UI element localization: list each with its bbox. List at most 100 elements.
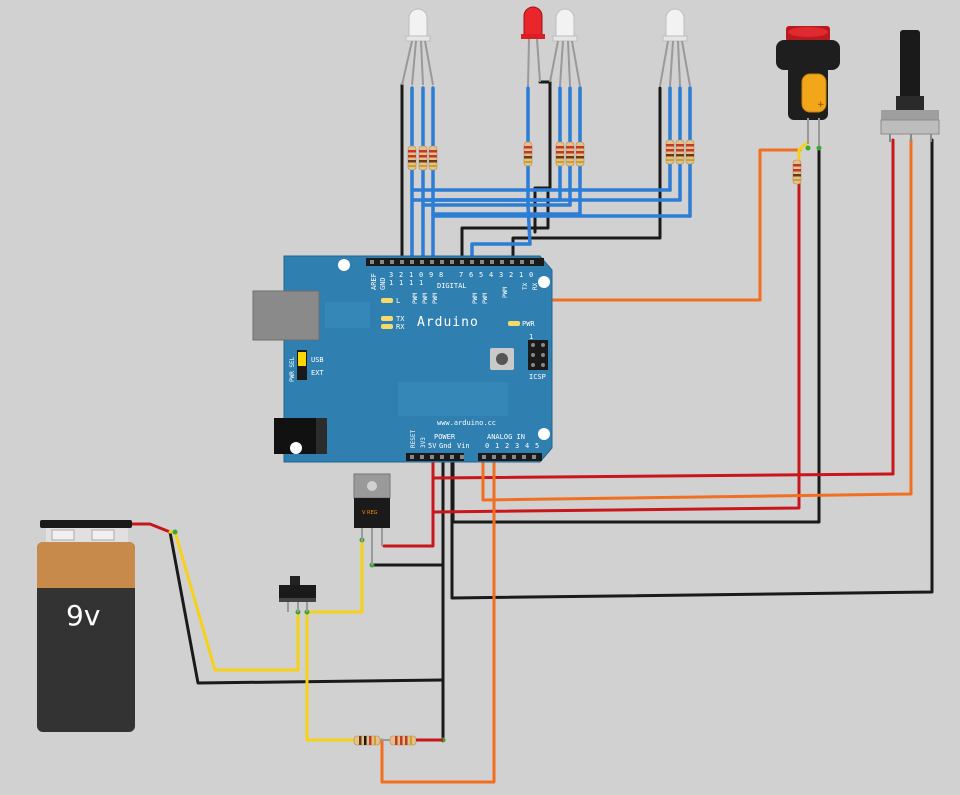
header-pin: [500, 260, 504, 264]
analog-pin-label: 2: [505, 442, 509, 450]
rgb-led-1: [401, 8, 434, 86]
digital-pin-label: 2: [399, 271, 403, 279]
pwm-label-1: PWM: [412, 293, 419, 304]
digital-label: DIGITAL: [437, 282, 467, 290]
wire-gnd-a: [460, 188, 550, 264]
digital-pin-label: 0: [419, 271, 423, 279]
header-pin: [470, 260, 474, 264]
header-pin: [522, 455, 526, 459]
pwm-label-6: PWM: [502, 287, 509, 298]
red-led: [521, 6, 545, 87]
wire-gnd-battery: [168, 530, 445, 685]
digital-pin-label: 5: [479, 271, 483, 279]
aref-label: AREF: [370, 273, 378, 290]
led-rx-label: RX: [396, 323, 405, 331]
capacitor-polarity-label: +: [817, 100, 825, 110]
header-pin: [450, 455, 454, 459]
wire-switch-reg: [305, 538, 364, 614]
digital-pin-label: 9: [429, 271, 433, 279]
wire-gnd-led3: [511, 86, 662, 264]
resistor-7: [575, 141, 585, 167]
header-pin: [520, 260, 524, 264]
header-pin: [430, 455, 434, 459]
resistor-11: [792, 159, 802, 185]
vin-label: Vin: [457, 442, 470, 450]
regulator-label: V REG: [362, 510, 378, 516]
header-pin: [460, 455, 464, 459]
digital-pin-tens-label: 1: [419, 279, 423, 287]
url-label: www.arduino.cc: [437, 419, 496, 427]
rx-pin-label: RX: [532, 282, 539, 290]
header-pin: [532, 455, 536, 459]
led-l-label: L: [396, 297, 400, 305]
icsp-header: [528, 340, 548, 370]
icsp-label: ICSP: [529, 373, 546, 381]
v33-label: 3V3: [420, 437, 427, 448]
wire-battery-plus: [130, 522, 172, 534]
pwm-label-3: PWM: [432, 293, 439, 304]
arduino-logo-text: Arduino: [417, 315, 479, 330]
reset-pin-label: RESET: [410, 430, 417, 448]
wire-pot-signal: [481, 138, 913, 502]
usb-label: USB: [311, 356, 324, 364]
analog-pin-label: 1: [495, 442, 499, 450]
battery-label: 9v: [66, 599, 100, 632]
header-pin: [482, 455, 486, 459]
header-pin: [492, 455, 496, 459]
header-pin: [480, 260, 484, 264]
rgb-led-3: [659, 8, 691, 87]
digital-pin-label: 2: [509, 271, 513, 279]
wire-gnd-led2: [533, 80, 552, 234]
resistor-4: [523, 141, 533, 167]
resistor-2: [418, 145, 428, 171]
wire-5v-button: [431, 180, 801, 514]
resistor-8: [665, 139, 675, 165]
digital-pin-label: 7: [459, 271, 463, 279]
rgb-led-2: [549, 8, 581, 87]
analog-header: [478, 453, 542, 461]
digital-pin-label: 1: [519, 271, 523, 279]
power-header: [406, 453, 464, 461]
resistor-5: [555, 141, 565, 167]
analog-pin-label: 4: [525, 442, 529, 450]
divider-resistor-2: [389, 735, 417, 746]
5v-label: 5V: [428, 442, 437, 450]
wire-5v-pot: [431, 138, 895, 480]
digital-pin-label: 0: [529, 271, 533, 279]
header-pin: [490, 260, 494, 264]
analog-in-label: ANALOG IN: [487, 433, 525, 441]
digital-pin-label: 6: [469, 271, 473, 279]
potentiometer: [880, 30, 940, 142]
header-pin: [440, 455, 444, 459]
header-pin: [420, 260, 424, 264]
resistor-10: [685, 139, 695, 165]
battery-9v: 9v: [37, 520, 135, 732]
digital-pin-label: 3: [499, 271, 503, 279]
pwr-sel-label: PWR SEL: [289, 356, 296, 382]
wire-gnd-pot: [450, 138, 934, 600]
gnd-label: GND: [379, 277, 387, 290]
header-pin: [420, 455, 424, 459]
digital-pin-tens-label: 1: [399, 279, 403, 287]
wire-analog-divider: [380, 456, 496, 784]
header-pin: [410, 455, 414, 459]
icsp-pin-label: 1: [529, 333, 533, 341]
header-pin: [430, 260, 434, 264]
pwr-led-label: PWR: [522, 320, 535, 328]
wire-switch-divider: [305, 610, 362, 742]
wire-battery-switch: [168, 530, 300, 672]
pwm-label-2: PWM: [422, 293, 429, 304]
header-pin: [370, 260, 374, 264]
pwm-label-5: PWM: [482, 293, 489, 304]
analog-pin-label: 5: [535, 442, 539, 450]
resistor-1: [407, 145, 417, 171]
header-pin: [390, 260, 394, 264]
digital-pin-label: 4: [489, 271, 493, 279]
digital-pin-tens-label: 1: [409, 279, 413, 287]
digital-pin-label: 1: [409, 271, 413, 279]
gnd-power-label: Gnd: [439, 442, 452, 450]
voltage-regulator: V REG: [353, 473, 391, 565]
usb-connector: [252, 290, 320, 341]
pwm-label-4: PWM: [472, 293, 479, 304]
